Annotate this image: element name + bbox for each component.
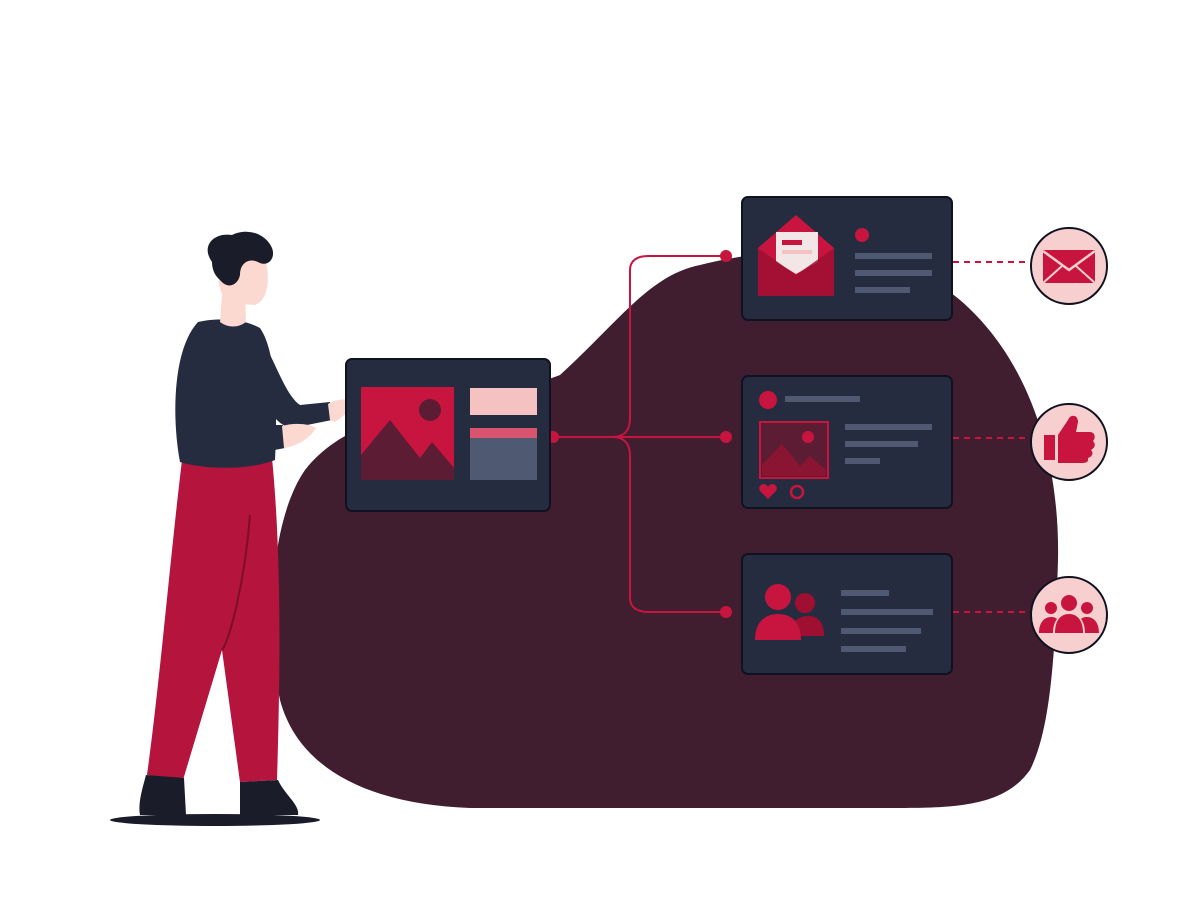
image-post-icon <box>759 421 829 479</box>
connector-node-social <box>720 431 732 443</box>
source-accent-strip <box>470 428 537 438</box>
source-card <box>345 358 551 512</box>
community-line-3 <box>841 628 921 634</box>
person-arm-back <box>250 332 332 428</box>
users-icon <box>755 584 824 640</box>
person-arm-front <box>184 330 285 454</box>
connector-lines <box>553 255 1030 613</box>
source-pink-block <box>470 388 537 415</box>
community-line-1 <box>841 590 889 596</box>
thumbs-up-icon <box>1044 415 1095 463</box>
group-badge <box>1030 576 1108 654</box>
image-icon <box>361 387 454 480</box>
email-badge <box>1030 227 1108 305</box>
community-card <box>741 553 953 675</box>
background-blob <box>272 251 1059 809</box>
source-gray-block <box>470 438 537 480</box>
person-shoe-left <box>139 775 186 815</box>
pants-fold <box>221 514 251 651</box>
envelope-icon <box>1042 249 1096 284</box>
connector-node-email <box>720 250 732 262</box>
email-line-3 <box>855 287 910 293</box>
social-name-line <box>785 396 860 402</box>
social-card <box>741 375 953 509</box>
email-dot <box>855 228 869 242</box>
person-pants <box>147 458 280 782</box>
community-line-2 <box>841 609 933 615</box>
heart-icon <box>759 484 777 499</box>
social-line-3 <box>845 458 880 464</box>
connector-node-community <box>720 606 732 618</box>
like-badge <box>1030 403 1108 481</box>
email-line-2 <box>855 270 932 276</box>
person-hair <box>207 231 274 286</box>
comment-circle-icon <box>789 484 805 500</box>
group-icon <box>1039 595 1099 633</box>
person-hand-front <box>282 423 316 448</box>
open-envelope-icon <box>758 215 834 296</box>
person-shadow <box>110 814 320 826</box>
community-line-4 <box>841 646 906 652</box>
social-line-1 <box>845 424 932 430</box>
person-shoe-right <box>240 780 299 815</box>
email-card <box>741 196 953 321</box>
social-line-2 <box>845 441 918 447</box>
email-line-1 <box>855 253 932 259</box>
social-avatar-dot <box>759 391 777 409</box>
person <box>139 231 356 815</box>
